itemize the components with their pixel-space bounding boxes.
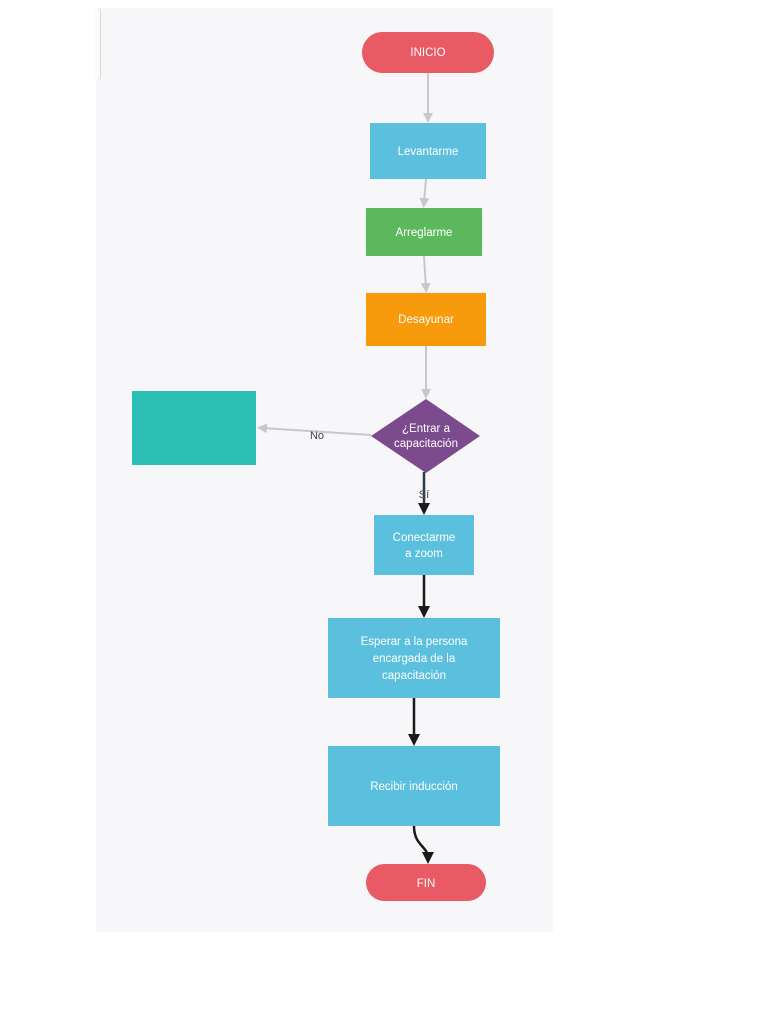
decision-label-line2: capacitación bbox=[394, 438, 458, 450]
step-esperar-persona[interactable]: Esperar a la persona encargada de la cap… bbox=[328, 618, 500, 698]
step-conectarme-line2: a zoom bbox=[405, 548, 443, 560]
no-branch-box[interactable] bbox=[132, 391, 256, 465]
step-recibir-label: Recibir inducción bbox=[370, 781, 458, 793]
edge-step1-step2 bbox=[419, 178, 430, 208]
edge-label-no: No bbox=[310, 430, 324, 442]
step-levantarme-label: Levantarme bbox=[398, 146, 459, 158]
step-conectarme-line1: Conectarme bbox=[393, 532, 456, 544]
decision-label-line1: ¿Entrar a bbox=[402, 423, 451, 435]
end-node[interactable]: FIN bbox=[366, 864, 486, 901]
decision-node[interactable]: ¿Entrar a capacitación bbox=[371, 399, 480, 473]
edge-label-yes: Sí bbox=[419, 489, 429, 501]
step-arreglarme-label: Arreglarme bbox=[396, 227, 453, 239]
canvas-side-handle[interactable] bbox=[94, 8, 101, 80]
start-node-label: INICIO bbox=[410, 47, 445, 59]
step-desayunar[interactable]: Desayunar bbox=[366, 293, 486, 346]
step-esperar-line1: Esperar a la persona bbox=[361, 636, 468, 648]
edge-step6-end bbox=[412, 825, 434, 864]
step-esperar-line3: capacitación bbox=[382, 670, 446, 682]
step-arreglarme[interactable]: Arreglarme bbox=[366, 208, 482, 256]
step-esperar-line2: encargada de la bbox=[373, 653, 456, 665]
edge-step2-step3 bbox=[420, 255, 431, 293]
step-levantarme[interactable]: Levantarme bbox=[370, 123, 486, 179]
start-node[interactable]: INICIO bbox=[362, 32, 494, 73]
step-recibir-induccion[interactable]: Recibir inducción bbox=[328, 746, 500, 826]
step-desayunar-label: Desayunar bbox=[398, 314, 454, 326]
edge-decision-no bbox=[257, 423, 372, 436]
step-conectarme-zoom[interactable]: Conectarme a zoom bbox=[374, 515, 474, 575]
end-node-label: FIN bbox=[417, 878, 436, 890]
